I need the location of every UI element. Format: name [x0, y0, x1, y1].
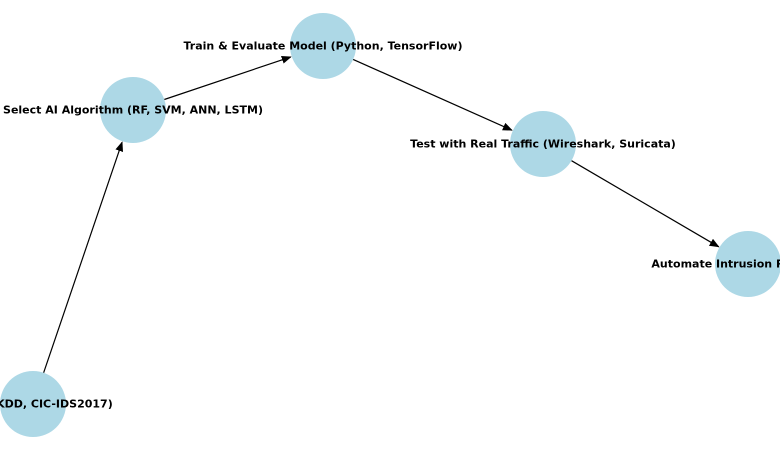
- node-automate: [715, 231, 780, 297]
- node-label-test: Test with Real Traffic (Wireshark, Suric…: [410, 138, 676, 151]
- node-dataset: [0, 371, 66, 437]
- edge-test-to-automate: [571, 160, 720, 248]
- edges: [43, 55, 720, 373]
- node-label-dataset: t (NSL-KDD, CIC-IDS2017): [0, 398, 113, 411]
- node-label-train: Train & Evaluate Model (Python, TensorFl…: [184, 40, 463, 53]
- edge-select-to-train: [164, 55, 292, 101]
- node-label-automate: Automate Intrusion Response (: [651, 258, 780, 271]
- node-label-select: Select AI Algorithm (RF, SVM, ANN, LSTM): [3, 104, 263, 117]
- node-select: [100, 77, 166, 143]
- nodes: [0, 13, 780, 437]
- edge-dataset-to-select: [43, 141, 123, 373]
- node-test: [510, 111, 576, 177]
- labels: t (NSL-KDD, CIC-IDS2017) Select AI Algor…: [0, 40, 780, 411]
- node-train: [290, 13, 356, 79]
- edge-train-to-test: [352, 58, 513, 131]
